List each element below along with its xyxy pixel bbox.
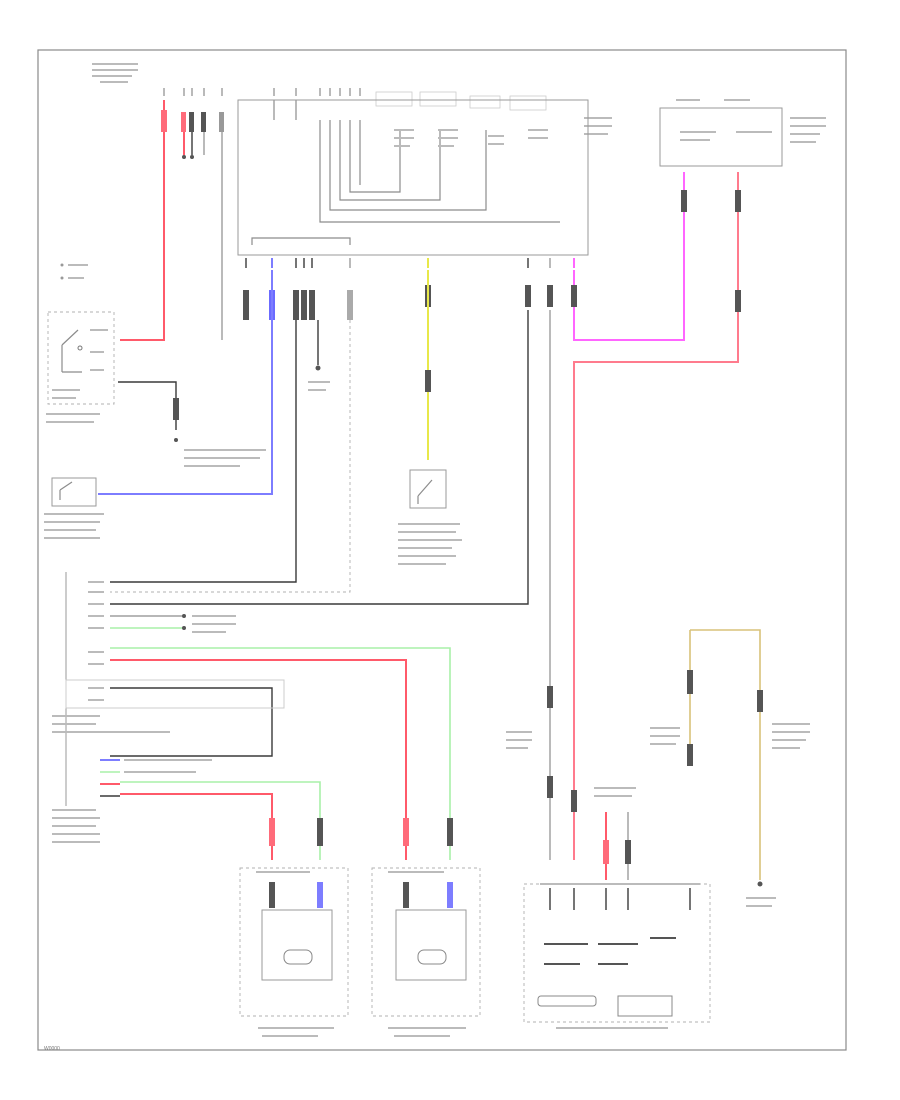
legend	[60, 263, 88, 280]
top-left-label-block	[92, 63, 138, 83]
wire-red-long	[110, 659, 407, 860]
left-seat-assembly	[371, 867, 481, 1017]
wire-green-long	[110, 647, 451, 860]
meter-pins	[549, 888, 691, 910]
wire-blue	[98, 270, 273, 495]
wire-red-left	[120, 100, 165, 341]
red-wire-connector	[161, 110, 167, 132]
diagram-frame	[37, 49, 847, 1051]
corner-code: W0000	[44, 1046, 60, 1052]
door-switch	[51, 477, 97, 507]
top-pin-row	[163, 88, 361, 96]
main-ecu-box	[237, 99, 589, 256]
ecu-bottom-pins	[245, 258, 575, 268]
combination-meter	[523, 883, 711, 1023]
seat-connector-stubs	[100, 759, 212, 797]
right-seat-assembly	[239, 867, 349, 1017]
wire-magenta	[573, 172, 685, 341]
wire-pink	[573, 172, 739, 860]
right-top-module	[659, 107, 783, 167]
left-switch-assembly	[47, 311, 115, 405]
buckle-switch	[409, 469, 447, 509]
lower-left-connector	[65, 572, 104, 806]
